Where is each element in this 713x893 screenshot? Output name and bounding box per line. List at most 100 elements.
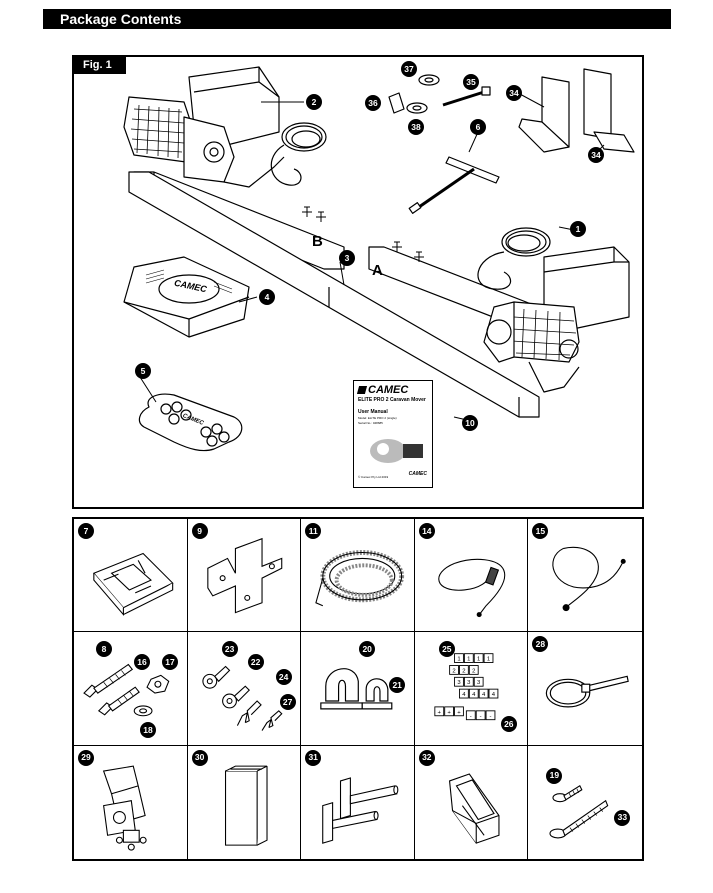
callout-badge: 38: [408, 119, 424, 135]
cover-caps-icon: [322, 776, 399, 844]
fused-cable-icon: [438, 558, 506, 618]
part-badge: 29: [78, 749, 94, 766]
part-badge: 32: [418, 749, 435, 766]
parts-grid: 7 9 11: [72, 517, 644, 861]
cable-markers-icon: 1 1 1 1 2 2 2 3 3 3 4 4 4 4 + + + - - -: [434, 653, 499, 721]
rail-letter-b: B: [312, 233, 323, 250]
manual-cover-image: [370, 439, 423, 463]
callout-badge: 34: [588, 147, 604, 163]
manual-small-print: © Camec Pty Ltd 2019: [358, 475, 389, 479]
callout-badge: 2: [306, 94, 322, 110]
mover-unit-1: [477, 227, 630, 393]
marker-label: 4: [462, 692, 466, 698]
figure-1-illustration: [123, 66, 635, 452]
controller-unit-4: [123, 256, 250, 338]
part-cell-31: 31: [301, 745, 415, 859]
manual-model-line: Model: ELITE PRO 2 (single): [358, 416, 397, 420]
hardware-35-38: [388, 74, 491, 114]
marker-label: 2: [462, 669, 465, 675]
part-badge: 15: [532, 523, 549, 539]
part-cell-11: 11: [301, 519, 415, 633]
marker-label: 4: [492, 692, 496, 698]
part-cell-30: 30: [188, 745, 302, 859]
marker-label: 4: [472, 692, 476, 698]
marker-label: 2: [452, 669, 455, 675]
part-badge: 18: [140, 722, 156, 739]
omega-bracket-icon: [206, 537, 282, 614]
part-badge: 25: [438, 641, 455, 658]
marker-label: 3: [457, 681, 461, 687]
user-manual-10: CAMEC ELITE PRO 2 Caravan Mover User Man…: [353, 380, 433, 488]
part-cell-screws: 19 33: [528, 746, 642, 859]
part-cell-bolts: 8 16 17 18: [74, 632, 188, 746]
marker-label: -: [470, 714, 472, 720]
isolator-switch-icon: [102, 765, 147, 851]
part-cell-7: 7: [74, 519, 188, 633]
part-badge: 31: [305, 749, 322, 766]
part-badge: 26: [500, 716, 517, 733]
marker-label: 1: [467, 657, 470, 663]
part-cell-28: 28: [528, 632, 642, 746]
part-badge: 7: [78, 523, 94, 539]
part-cell-cable-markers: 25 26 1 1 1 1 2 2 2 3 3 3 4: [414, 632, 529, 746]
part-cell-15: 15: [528, 519, 642, 633]
rail-b-bolts: [302, 206, 326, 222]
crimp-lugs-icon: [201, 666, 283, 732]
square-tube-icon: [224, 765, 268, 846]
marker-label: 1: [457, 657, 460, 663]
part-badge: 30: [191, 749, 208, 766]
corrugated-conduit-icon: [315, 550, 405, 607]
manual-doc-title: User Manual: [358, 409, 388, 415]
figure-tab: Fig. 1: [74, 57, 126, 74]
manual-subtitle: ELITE PRO 2 Caravan Mover: [358, 397, 426, 403]
cable-marker-labels: 1 1 1 1 2 2 2 3 3 3 4 4 4 4 + + + - - -: [437, 657, 495, 720]
marker-label: -: [479, 714, 481, 720]
part-badge: 16: [134, 654, 150, 671]
part-cell-lugs: 23 22 24 27: [187, 632, 302, 746]
marker-label: 1: [487, 657, 490, 663]
callout-badge: 1: [570, 221, 586, 237]
callout-badge: 6: [470, 119, 486, 135]
manual-serial-line: Serial No.: 048685: [358, 421, 383, 425]
part-badge: 33: [614, 809, 631, 826]
part-badge: 8: [96, 641, 112, 658]
marker-label: 3: [467, 681, 471, 687]
part-badge: 24: [275, 669, 292, 686]
part-badge: 17: [162, 654, 178, 671]
manual-brand: CAMEC: [356, 384, 428, 396]
part-cell-9: 9: [187, 519, 302, 633]
remote-holder-icon: [448, 773, 500, 844]
rail-a-bolts: [392, 241, 424, 262]
part-cell-clamps: 20 21: [301, 632, 415, 746]
part-badge: 9: [191, 523, 208, 539]
callout-badge: 10: [462, 415, 478, 431]
callout-badge: 35: [463, 74, 479, 90]
marker-label: 3: [477, 681, 481, 687]
callout-badge: 36: [365, 95, 381, 111]
crossbar-tube: [128, 171, 540, 418]
part-badge: 19: [546, 767, 563, 784]
control-box-bracket-icon: [92, 552, 174, 617]
part-badge: 21: [389, 677, 406, 694]
callout-badge: 3: [339, 250, 355, 266]
part-cell-32: 32: [415, 745, 529, 859]
callout-badge: 5: [135, 363, 151, 379]
rail-letter-a: A: [372, 262, 383, 279]
part-badge: 22: [247, 654, 264, 671]
part-badge: 23: [221, 641, 238, 658]
figure-1-panel: Fig. 1: [72, 55, 644, 509]
callout-badge: 34: [506, 85, 522, 101]
part-badge: 14: [418, 523, 435, 539]
callout-badge: 4: [259, 289, 275, 305]
cable-tie-icon: [546, 675, 630, 708]
remote-control-5: [138, 393, 243, 452]
marker-label: 1: [477, 657, 480, 663]
part-badge: 20: [359, 641, 376, 658]
marker-label: +: [437, 710, 441, 716]
manual-footer-brand: CAMEC: [408, 471, 427, 477]
part-cell-14: 14: [414, 519, 529, 633]
marker-label: 2: [472, 669, 475, 675]
part-cell-29: 29: [74, 745, 188, 859]
p-clamps-icon: [320, 668, 393, 710]
marker-label: +: [447, 710, 451, 716]
